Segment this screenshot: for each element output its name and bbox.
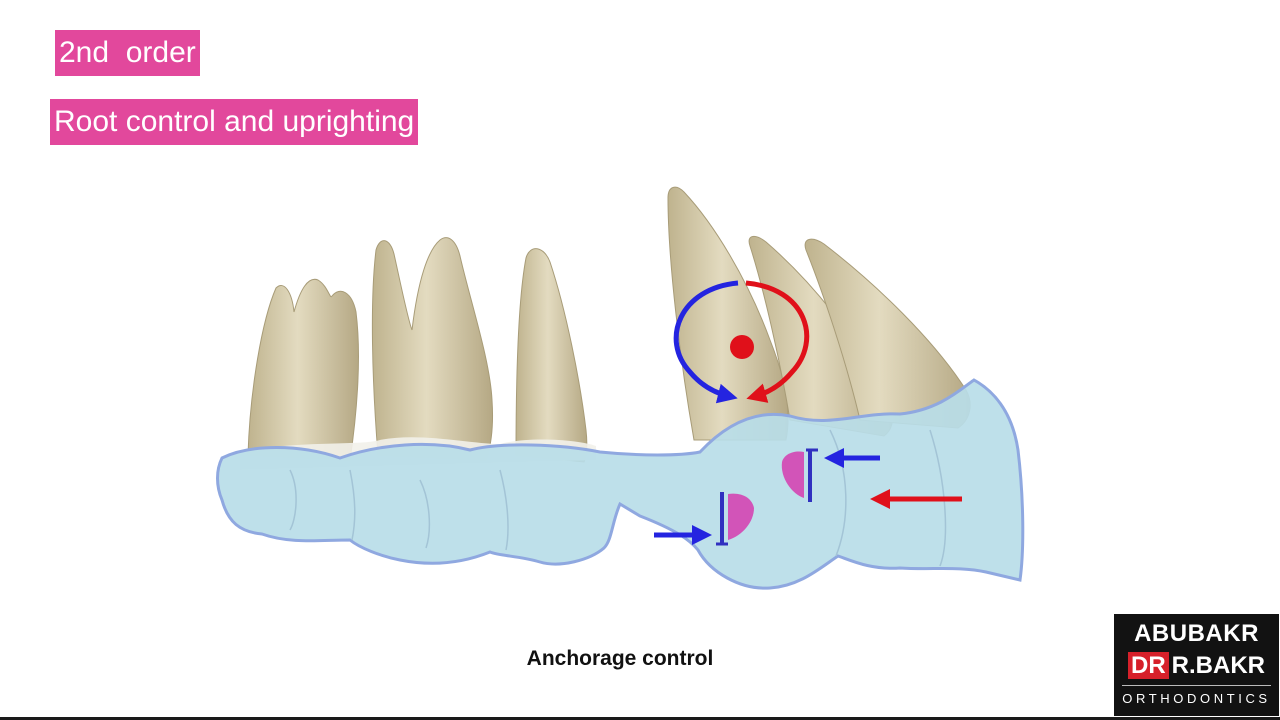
topic-label: Root control and uprighting bbox=[50, 99, 419, 145]
logo-line-3: ORTHODONTICS bbox=[1122, 691, 1271, 706]
bottom-border bbox=[0, 717, 1280, 720]
center-of-resistance-dot bbox=[730, 335, 754, 359]
logo-divider bbox=[1122, 685, 1271, 686]
tooth-crown-outlines bbox=[289, 429, 947, 567]
molar-1-roots bbox=[247, 278, 359, 461]
logo-dr-badge: DR bbox=[1128, 652, 1169, 679]
order-label: 2nd order bbox=[55, 30, 200, 76]
moment-arrow-red bbox=[745, 280, 810, 403]
molar-2-roots bbox=[371, 237, 493, 461]
logo-line-1: ABUBAKR bbox=[1134, 620, 1259, 647]
attachment-lower bbox=[716, 492, 754, 546]
premolar-root bbox=[515, 248, 588, 463]
caption: Anchorage control bbox=[526, 647, 714, 670]
moment-arrow-blue bbox=[673, 280, 739, 404]
logo-line-2-text: R.BAKR bbox=[1171, 652, 1265, 679]
attachment-upper bbox=[781, 448, 818, 502]
aligner-tray bbox=[216, 378, 1025, 590]
